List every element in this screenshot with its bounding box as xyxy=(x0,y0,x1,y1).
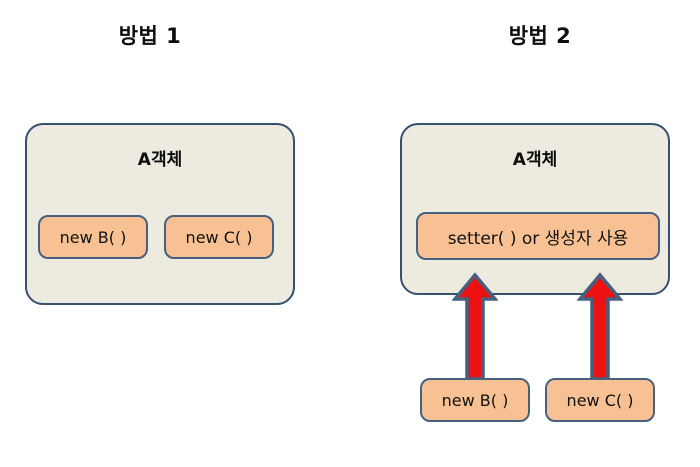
chip-new-c-method-2: new C( ) xyxy=(545,378,655,422)
chip-new-c-method-1: new C( ) xyxy=(164,215,274,259)
object-label-method-1: A객체 xyxy=(137,150,183,170)
object-container-method-2: A객체 setter( ) or 생성자 사용 xyxy=(400,123,670,295)
column-title-method-2: 방법 2 xyxy=(508,24,572,48)
chip-new-b-method-1: new B( ) xyxy=(38,215,148,259)
object-label-method-2: A객체 xyxy=(512,150,558,170)
up-arrow-icon-new-b xyxy=(452,272,498,382)
object-container-method-1: A객체 new B( ) new C( ) xyxy=(25,123,295,305)
column-title-method-1: 방법 1 xyxy=(118,24,182,48)
chip-new-b-method-2: new B( ) xyxy=(420,378,530,422)
up-arrow-icon-new-c xyxy=(577,272,623,382)
chip-setter-or-constructor: setter( ) or 생성자 사용 xyxy=(416,212,660,260)
